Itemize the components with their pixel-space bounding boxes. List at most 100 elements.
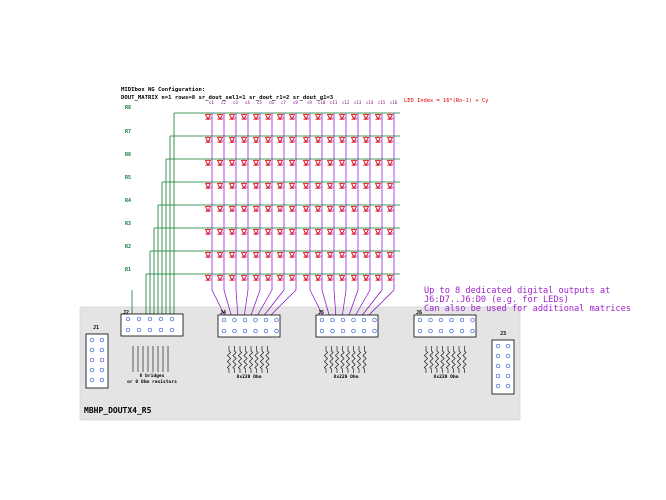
connector-j4-pin-1 — [221, 317, 227, 323]
led-r5-c1 — [204, 183, 212, 189]
led-r4-c12 — [338, 206, 346, 212]
led-r7-c13 — [350, 137, 358, 143]
connector-j2-pin-5 — [147, 316, 153, 322]
connector-j3 — [491, 339, 515, 395]
col-label-c16: c16 — [390, 100, 398, 105]
led-r5-c11 — [326, 183, 334, 189]
led-r7-c2 — [216, 137, 224, 143]
connector-j5-pin-7 — [351, 317, 356, 323]
connector-j3-pin-3 — [495, 353, 501, 359]
led-r4-c2 — [216, 206, 224, 212]
led-r4-c4 — [240, 206, 248, 212]
led-r6-c9 — [302, 160, 310, 166]
led-r6-c3 — [228, 160, 236, 166]
column-route-c3 — [235, 289, 239, 319]
led-r4-c14 — [362, 206, 370, 212]
led-r6-c6 — [264, 160, 272, 166]
led-r1-c14 — [362, 275, 370, 281]
connector-j4 — [217, 314, 281, 338]
led-r8-c10 — [314, 114, 322, 120]
connector-j6-pin-2 — [417, 328, 423, 334]
led-r8-c16 — [386, 114, 394, 120]
connector-label-j3: J3 — [500, 331, 507, 337]
connector-j2 — [120, 313, 184, 337]
led-r2-c2 — [216, 252, 224, 258]
led-r2-c7 — [276, 252, 284, 258]
led-r1-c1 — [204, 275, 212, 281]
led-r7-c15 — [374, 137, 382, 143]
led-r3-c5 — [252, 229, 260, 235]
column-route-c4 — [243, 289, 249, 319]
led-r5-c5 — [252, 183, 260, 189]
led-r1-c9 — [302, 275, 310, 281]
column-route-c13 — [347, 289, 359, 319]
led-r7-c8 — [288, 137, 296, 143]
led-r6-c12 — [338, 160, 346, 166]
led-r4-c5 — [252, 206, 260, 212]
led-r2-c5 — [252, 252, 260, 258]
led-r7-c10 — [314, 137, 322, 143]
led-r4-c3 — [228, 206, 236, 212]
column-route-c11 — [333, 289, 337, 319]
led-r2-c15 — [374, 252, 382, 258]
led-r3-c3 — [228, 229, 236, 235]
led-r8-c15 — [374, 114, 382, 120]
led-r1-c10 — [314, 275, 322, 281]
board-name: MBHP_DOUTX4_R5 — [84, 406, 152, 415]
col-label-c7: c7 — [281, 100, 286, 105]
connector-j4-pin-9 — [263, 317, 269, 323]
column-route-c6 — [255, 289, 273, 319]
note-line-3: Can also be used for additional matrices — [424, 304, 631, 314]
resistor-network-label-1: 8x220 Ohm — [236, 375, 262, 380]
led-r1-c11 — [326, 275, 334, 281]
led-r1-c12 — [338, 275, 346, 281]
connector-j3-pin-2 — [505, 343, 511, 349]
led-r2-c6 — [264, 252, 272, 258]
column-route-c14 — [353, 289, 371, 319]
column-route-c15 — [359, 289, 383, 319]
led-r7-c9 — [302, 137, 310, 143]
led-r3-c4 — [240, 229, 248, 235]
led-r5-c6 — [264, 183, 272, 189]
led-r3-c14 — [362, 229, 370, 235]
connector-j1-pin-9 — [89, 377, 95, 383]
led-r8-c6 — [264, 114, 272, 120]
row-label-r5: R5 — [125, 175, 132, 181]
connector-label-j4: J4 — [220, 310, 227, 316]
connector-j4-pin-11 — [274, 317, 279, 323]
resistor-network-1-r8 — [265, 346, 270, 373]
resistor-network-1-r1 — [226, 346, 232, 373]
resistor-network-1-r2 — [232, 346, 237, 373]
column-route-c9 — [309, 289, 325, 319]
led-r3-c1 — [204, 229, 212, 235]
bridges-label-2: or 0 Ohm resistors — [127, 380, 177, 385]
led-r3-c11 — [326, 229, 334, 235]
led-r2-c10 — [314, 252, 322, 258]
connector-j4-pin-12 — [274, 328, 279, 334]
connector-label-j2: J2 — [123, 310, 130, 316]
connector-j1 — [85, 333, 109, 389]
led-r6-c8 — [288, 160, 296, 166]
connector-label-j1: J1 — [93, 325, 100, 331]
connector-j1-pin-4 — [99, 347, 105, 353]
led-r3-c8 — [288, 229, 296, 235]
connector-j2-pin-1 — [125, 316, 131, 322]
connector-j2-pin-8 — [158, 327, 164, 333]
connector-j3-pin-9 — [495, 383, 501, 389]
led-r5-c3 — [228, 183, 236, 189]
led-r1-c15 — [374, 275, 382, 281]
connector-j6-pin-3 — [428, 317, 433, 323]
column-route-c12 — [341, 289, 347, 319]
led-r2-c13 — [350, 252, 358, 258]
led-r7-c11 — [326, 137, 334, 143]
connector-j2-pin-2 — [125, 327, 131, 333]
resistor-network-3-r7 — [456, 346, 462, 373]
led-r8-c8 — [288, 114, 296, 120]
led-r7-c3 — [228, 137, 236, 143]
resistor-network-3-r6 — [451, 346, 456, 373]
led-r4-c1 — [204, 206, 212, 212]
led-r3-c15 — [374, 229, 382, 235]
led-r5-c14 — [362, 183, 370, 189]
